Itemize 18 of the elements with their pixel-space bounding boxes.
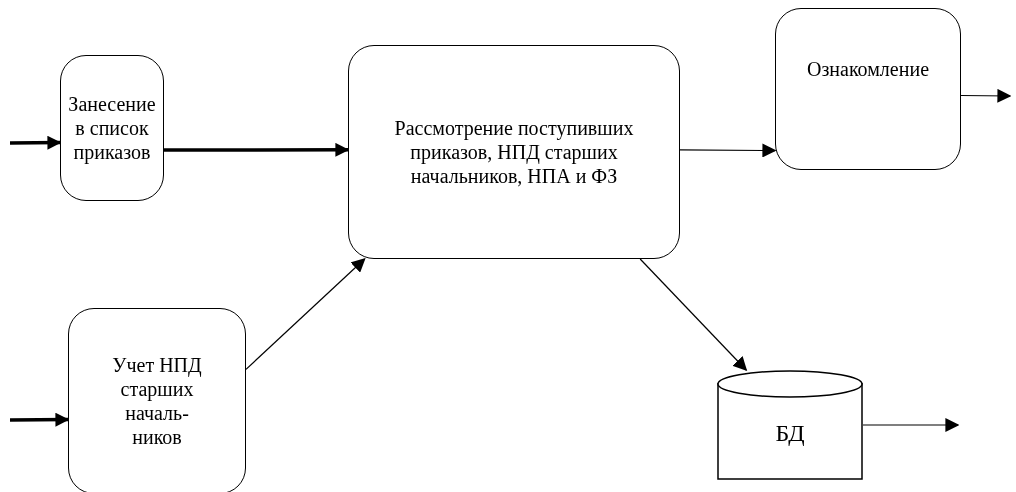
node-label: Ознакомление — [806, 57, 929, 81]
process-box — [348, 45, 680, 259]
process-box — [68, 308, 246, 492]
arrow — [245, 258, 366, 370]
process-box — [775, 8, 961, 170]
node-label: Рассмотрение поступивших приказов, НПД старших начальников, НПА и ФЗ — [393, 116, 635, 188]
arrow — [960, 88, 1012, 103]
node-label: Учет НПД старших началь- ников — [111, 353, 203, 449]
node-label: БД — [775, 421, 805, 445]
arrow — [10, 135, 62, 150]
database-node — [717, 370, 863, 480]
arrow — [639, 258, 748, 371]
arrow — [164, 142, 350, 157]
arrow — [10, 412, 70, 427]
process-box — [60, 55, 164, 201]
node-label: Занесение в список приказов — [67, 92, 157, 164]
arrow — [862, 418, 960, 432]
arrow — [679, 143, 777, 158]
